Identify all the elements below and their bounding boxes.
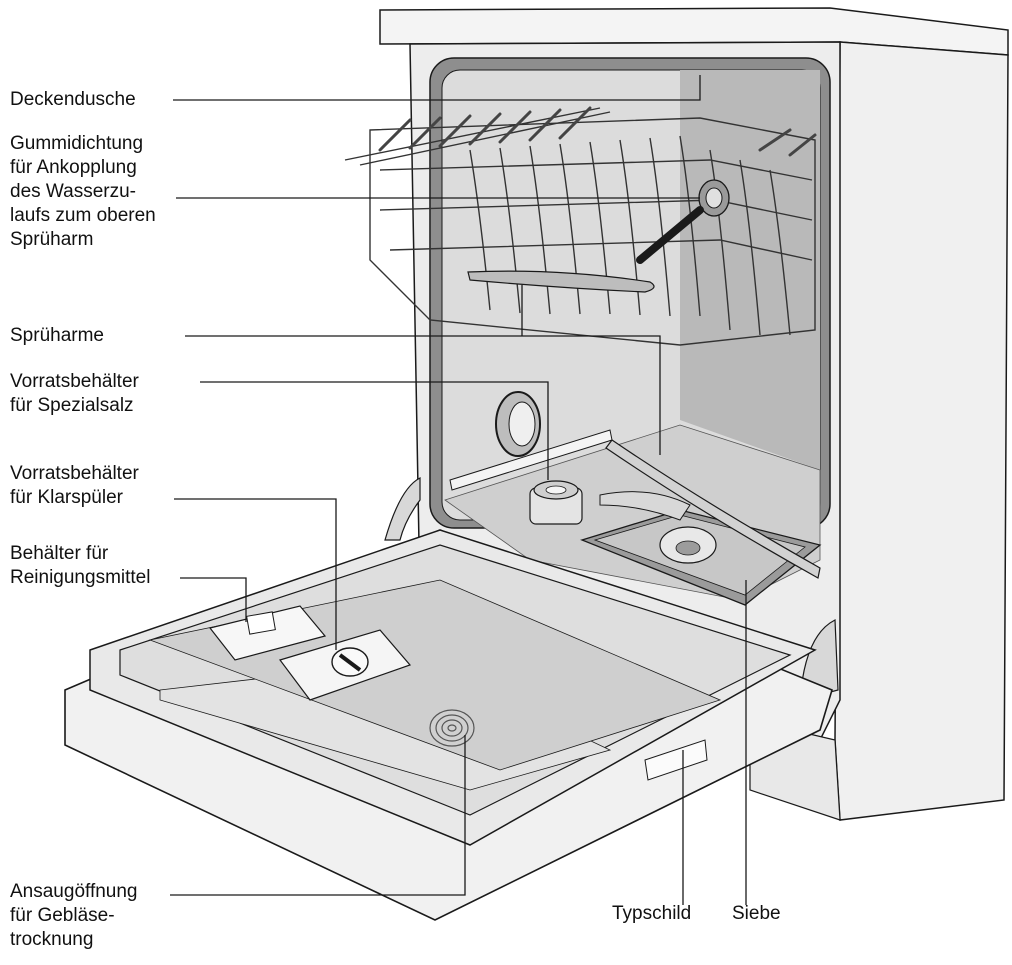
left-hinge (384, 477, 421, 541)
upper-spray-feed (636, 206, 704, 264)
rating-plate (644, 739, 708, 781)
label-typschild: Typschild (612, 903, 692, 924)
upper-spray-arm (467, 270, 655, 293)
salt-container-shape (529, 480, 583, 525)
label-klarspueler-container: Vorratsbehälter für Klarspüler (10, 463, 139, 508)
tub-back-wall (680, 70, 820, 470)
cabinet-side (834, 41, 1009, 821)
label-siebe: Siebe (732, 903, 781, 924)
label-deckendusche: Deckendusche (10, 89, 136, 110)
lower-spray-arm (605, 439, 821, 579)
label-gummidichtung: Gummidichtung für Ankopplung des Wasserz… (10, 133, 156, 250)
leader-lines (170, 75, 747, 905)
cup-shelf-tines (378, 106, 817, 157)
label-reinigungsmittel-container: Behälter für Reinigungsmittel (10, 543, 151, 588)
label-spruharme: Sprüharme (10, 325, 104, 346)
label-salz-container: Vorratsbehälter für Spezialsalz (10, 371, 139, 416)
fan-intake-shape (429, 709, 475, 747)
label-ansaugoeffnung: Ansaugöffnung für Gebläse- trocknung (10, 881, 138, 950)
